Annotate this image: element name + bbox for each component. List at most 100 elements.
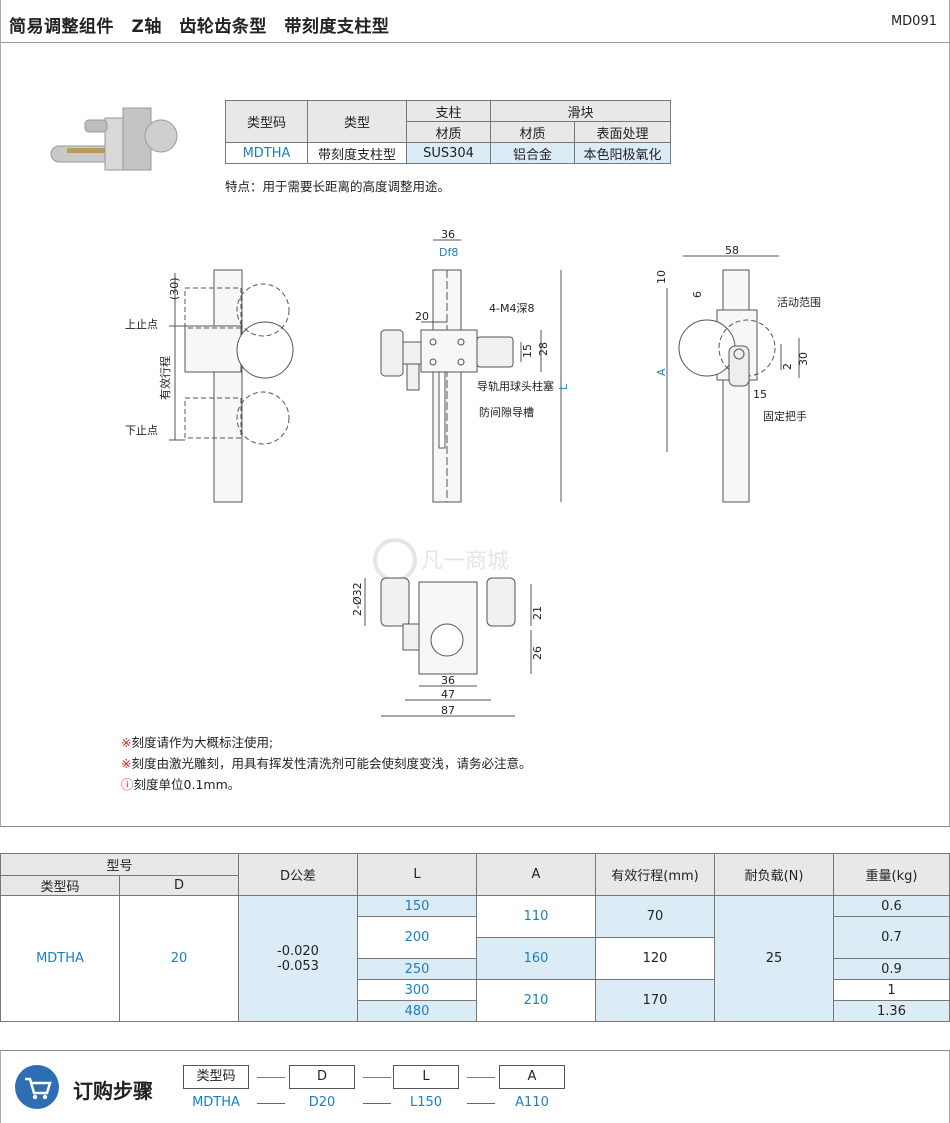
main-D: 20 <box>119 895 239 1022</box>
main-type-code: MDTHA <box>0 895 120 1022</box>
main-weight-3: 1 <box>833 979 950 1001</box>
label-L: L <box>557 383 570 390</box>
product-photo <box>50 107 178 171</box>
label-d36b: 36 <box>441 674 455 687</box>
main-weight-0: 0.6 <box>833 895 950 917</box>
main-weight-2: 0.9 <box>833 958 950 980</box>
spec-header-post-material: 材质 <box>406 121 491 143</box>
main-header-type-code: 类型码 <box>0 875 120 896</box>
label-plunger: 导轨用球头柱塞 <box>477 379 554 393</box>
watermark: 凡一商城 <box>373 538 509 582</box>
note-2-mark: ※ <box>121 756 132 771</box>
order-box-A: A <box>499 1065 565 1089</box>
order-value-dash <box>467 1103 495 1104</box>
main-L-0: 150 <box>357 895 477 917</box>
spec-type: 带刻度支柱型 <box>307 142 407 164</box>
label-d26: 26 <box>531 646 544 660</box>
tol-lower: -0.053 <box>277 958 319 974</box>
watermark-text: 凡一商城 <box>421 549 509 574</box>
main-header-L: L <box>357 853 477 896</box>
main-A-1: 160 <box>476 937 596 980</box>
main-stroke-0: 70 <box>595 895 715 938</box>
label-d10: 10 <box>655 270 668 284</box>
label-d6: 6 <box>691 291 704 298</box>
label-d28: 28 <box>537 342 550 356</box>
feature-text: 特点：用于需要长距离的高度调整用途。 <box>225 179 451 194</box>
label-lower-stop: 下止点 <box>125 424 158 437</box>
order-value-L: L150 <box>409 1095 443 1110</box>
note-3: ⓘ刻度单位0.1mm。 <box>121 774 532 795</box>
main-header-model: 型号 <box>0 853 239 876</box>
order-dash <box>257 1077 285 1078</box>
catalog-frame: 简易调整组件 Z轴 齿轮齿条型 带刻度支柱型 MD091 类型码 类型 支柱 滑… <box>0 0 950 827</box>
info-icon: ⓘ <box>121 777 134 792</box>
right-view <box>666 255 800 503</box>
order-box-L: L <box>393 1065 459 1089</box>
main-L-1: 200 <box>357 916 477 959</box>
label-d20: 20 <box>415 310 429 323</box>
spec-table: 类型码 类型 支柱 滑块 材质 材质 表面处理 MDTHA 带刻度支柱型 SUS… <box>225 100 671 164</box>
main-header-load: 耐负载(N) <box>714 853 834 896</box>
center-view <box>380 239 562 503</box>
order-value-A: A110 <box>515 1095 549 1110</box>
main-load: 25 <box>714 895 834 1022</box>
technical-drawings: (30) 上止点 有效行程 下止点 36 Df8 20 4-M4深8 15 28 <box>125 228 821 717</box>
main-weight-4: 1.36 <box>833 1000 950 1022</box>
main-header-tol: D公差 <box>238 853 358 896</box>
order-box-type-code: 类型码 <box>183 1065 249 1089</box>
label-handle: 固定把手 <box>763 409 807 423</box>
shopping-cart-icon <box>15 1065 59 1109</box>
spec-post-material: SUS304 <box>406 142 491 164</box>
spec-surface: 本色阳极氧化 <box>574 142 671 164</box>
spec-slider-material: 铝合金 <box>490 142 575 164</box>
label-d30: 30 <box>797 352 810 366</box>
label-d58: 58 <box>725 244 739 257</box>
order-box-D: D <box>289 1065 355 1089</box>
main-weight-1: 0.7 <box>833 916 950 959</box>
label-d36: 36 <box>441 228 455 241</box>
label-d2: 2 <box>781 363 794 370</box>
product-code: MD091 <box>890 14 937 29</box>
label-d15: 15 <box>521 344 534 358</box>
label-df8: Df8 <box>439 246 458 259</box>
title-divider <box>1 42 950 43</box>
page-title: 简易调整组件 Z轴 齿轮齿条型 带刻度支柱型 <box>9 17 390 37</box>
main-L-3: 300 <box>357 979 477 1001</box>
label-A: A <box>655 368 668 376</box>
note-3-text: 刻度单位0.1mm。 <box>133 777 241 792</box>
label-d15b: 15 <box>753 388 767 401</box>
order-value-dash <box>363 1103 391 1104</box>
spec-header-post: 支柱 <box>406 100 491 122</box>
label-d21: 21 <box>531 606 544 620</box>
main-L-4: 480 <box>357 1000 477 1022</box>
order-dash <box>363 1077 391 1078</box>
spec-header-type-code: 类型码 <box>225 100 308 143</box>
main-stroke-2: 170 <box>595 979 715 1022</box>
main-stroke-1: 120 <box>595 937 715 980</box>
notes: ※刻度请作为大概标注使用; ※刻度由激光雕刻，用具有挥发性清洗剂可能会使刻度变浅… <box>121 732 532 795</box>
main-header-A: A <box>476 853 596 896</box>
order-steps: 订购步骤 类型码 D L A MDTHA D20 L150 A110 <box>0 1050 950 1123</box>
label-phi32: 2-Ø32 <box>351 582 364 616</box>
spec-type-code: MDTHA <box>225 142 308 164</box>
spec-header-surface: 表面处理 <box>574 121 671 143</box>
order-dash <box>467 1077 495 1078</box>
note-1-text: 刻度请作为大概标注使用; <box>131 735 274 750</box>
note-1-mark: ※ <box>121 735 132 750</box>
label-effective-stroke: 有效行程 <box>158 356 172 400</box>
label-range: 活动范围 <box>777 295 821 309</box>
label-upper-stop: 上止点 <box>125 318 158 331</box>
label-m4: 4-M4深8 <box>489 302 534 315</box>
main-header-D: D <box>119 875 239 896</box>
label-d47: 47 <box>441 688 455 701</box>
order-value-D: D20 <box>308 1095 336 1110</box>
note-2-text: 刻度由激光雕刻，用具有挥发性清洗剂可能会使刻度变浅，请务必注意。 <box>131 756 532 771</box>
main-A-2: 210 <box>476 979 596 1022</box>
left-view <box>169 269 294 503</box>
main-table: 型号 D公差 L A 有效行程(mm) 耐负载(N) 重量(kg) 类型码 D … <box>0 853 950 1022</box>
order-value-type-code: MDTHA <box>192 1095 240 1110</box>
main-header-stroke: 有效行程(mm) <box>595 853 715 896</box>
bottom-view <box>364 577 532 717</box>
spec-header-slider: 滑块 <box>490 100 671 122</box>
main-tolerance: -0.020-0.053 <box>238 895 358 1022</box>
